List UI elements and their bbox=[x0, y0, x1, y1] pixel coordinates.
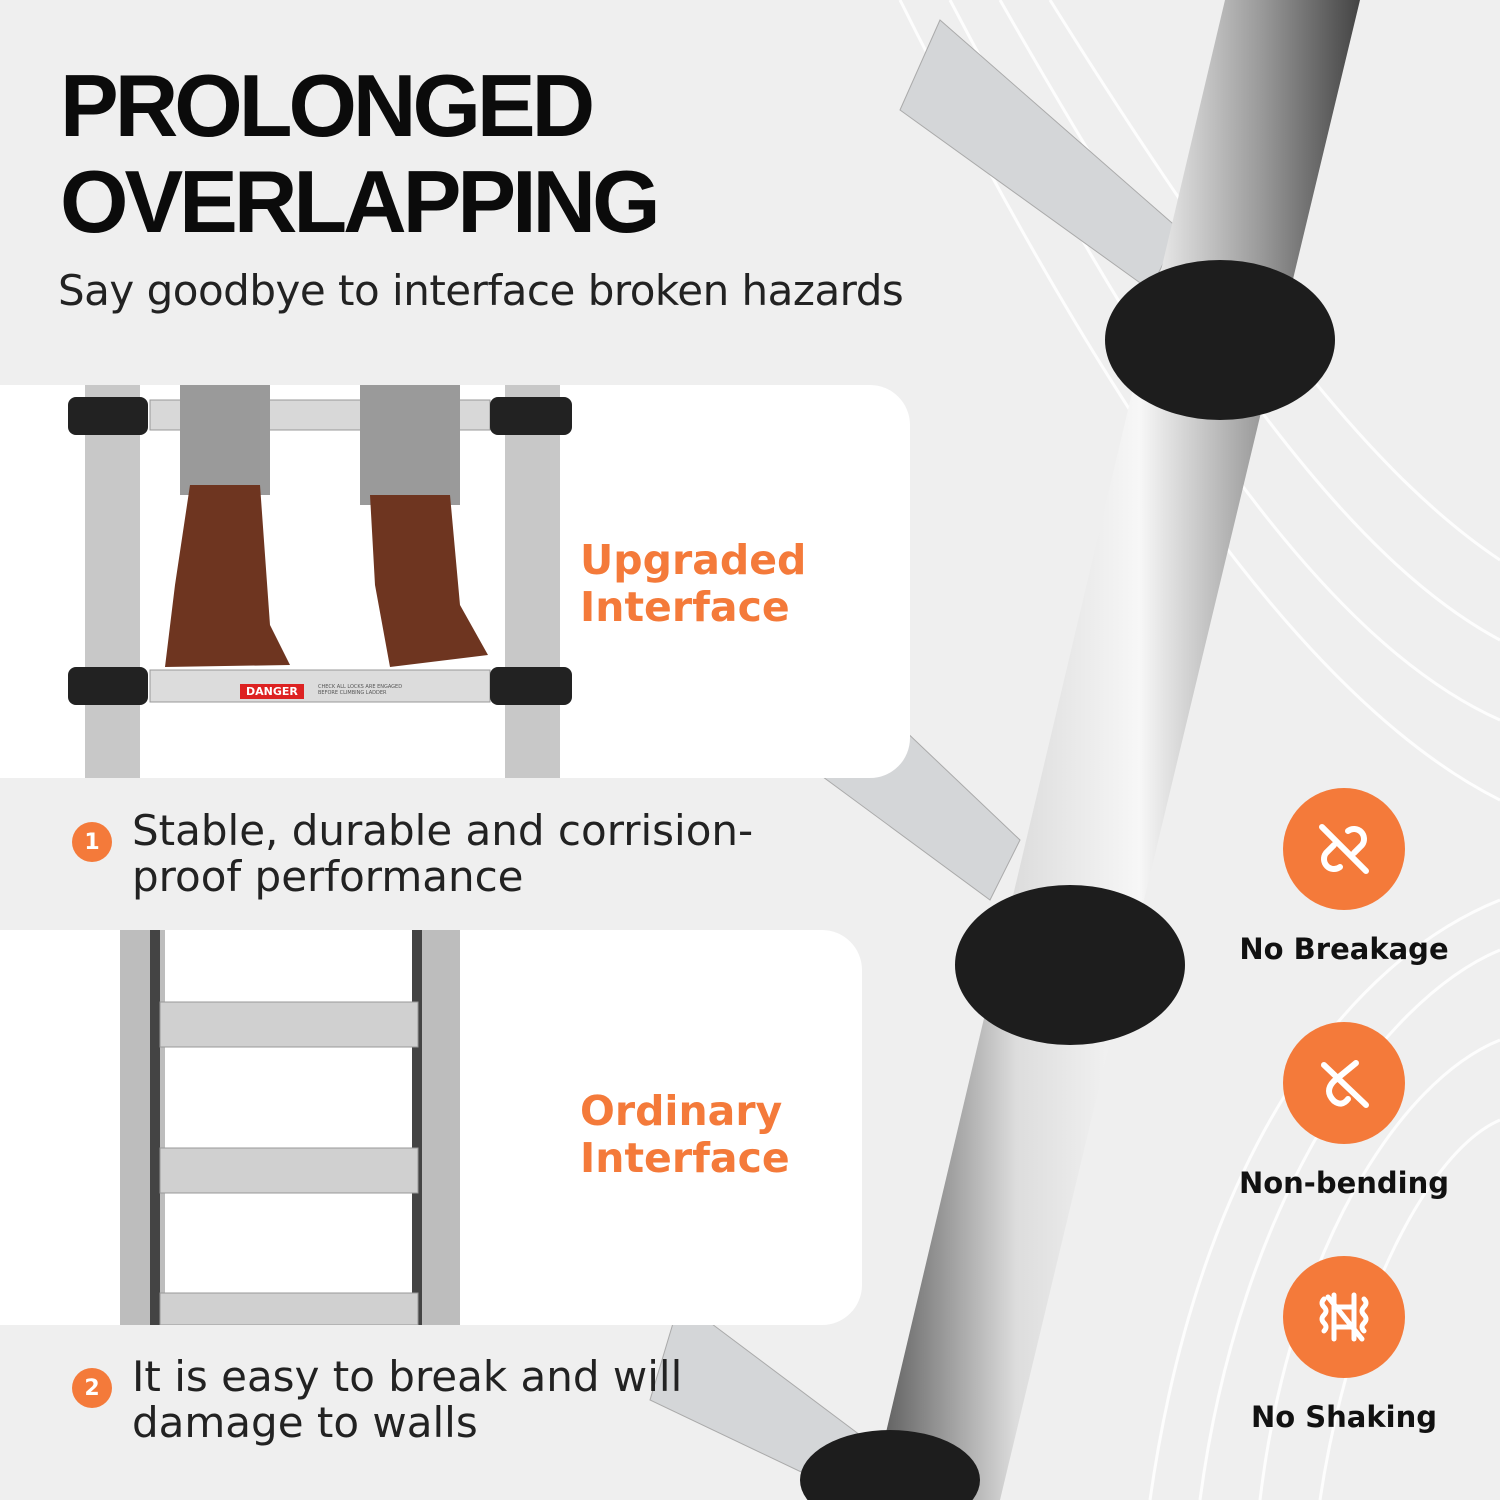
upgraded-ladder-photo bbox=[68, 385, 572, 778]
no-shake-icon bbox=[1283, 1256, 1405, 1378]
point-2: 2 It is easy to break and will damage to… bbox=[72, 1354, 772, 1446]
feature-no-breakage: No Breakage bbox=[1224, 788, 1464, 966]
title-line-2: OVERLAPPING bbox=[60, 152, 661, 251]
point-text: It is easy to break and will damage to w… bbox=[132, 1352, 683, 1447]
no-bend-icon bbox=[1283, 1022, 1405, 1144]
subtitle: Say goodbye to interface broken hazards bbox=[58, 266, 904, 315]
feature-non-bending: Non-bending bbox=[1224, 1022, 1464, 1200]
warning-text: CHECK ALL LOCKS ARE ENGAGED BEFORE CLIMB… bbox=[318, 684, 403, 696]
broken-link-icon bbox=[1283, 788, 1405, 910]
pole-collars bbox=[800, 260, 1335, 1500]
page-title: PROLONGED OVERLAPPING bbox=[60, 56, 661, 251]
feature-no-shaking: No Shaking bbox=[1224, 1256, 1464, 1434]
number-badge: 2 bbox=[72, 1368, 112, 1408]
point-text: Stable, durable and corrision-proof perf… bbox=[132, 806, 754, 901]
number-badge: 1 bbox=[72, 822, 112, 862]
title-line-1: PROLONGED bbox=[60, 56, 595, 155]
point-1: 1 Stable, durable and corrision-proof pe… bbox=[72, 808, 772, 900]
upgraded-interface-panel: DANGER CHECK ALL LOCKS ARE ENGAGED BEFOR… bbox=[0, 385, 910, 778]
danger-sticker: DANGER bbox=[240, 684, 304, 699]
ordinary-ladder-photo bbox=[120, 930, 460, 1325]
